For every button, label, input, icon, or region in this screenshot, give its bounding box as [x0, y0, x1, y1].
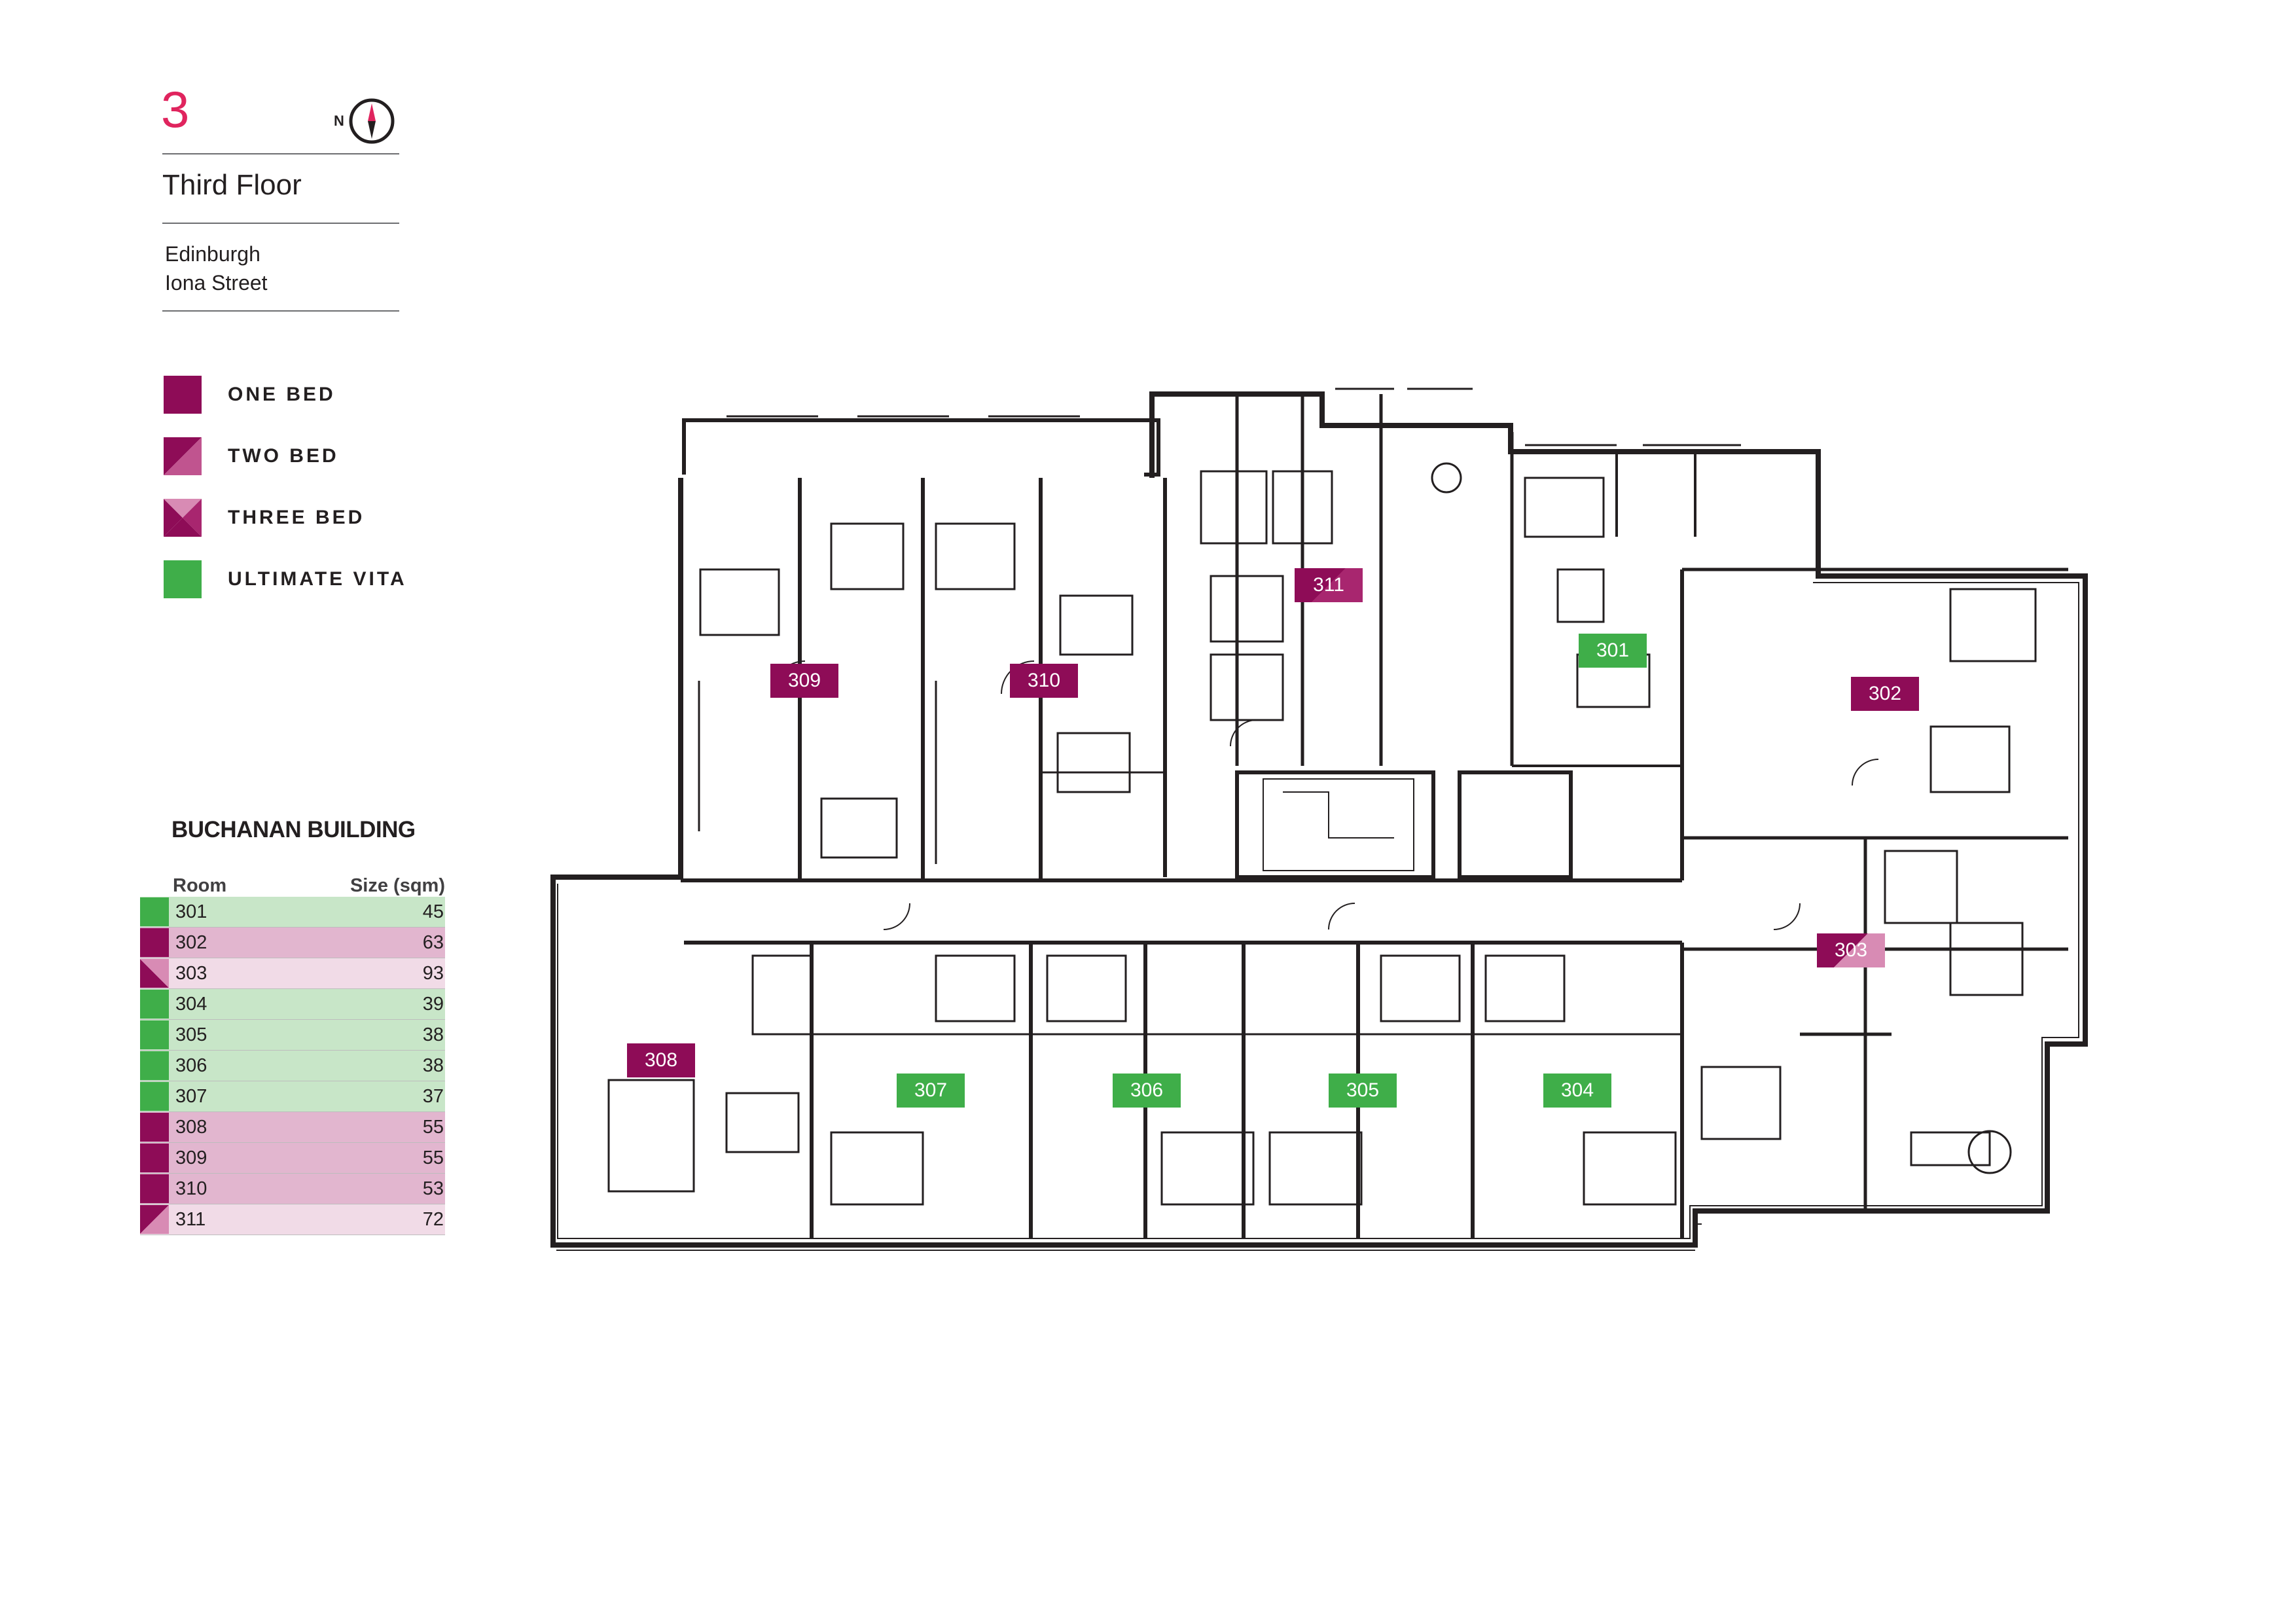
room-size: 53 — [422, 1178, 444, 1199]
north-label: N — [334, 113, 344, 129]
unit-type-swatch-icon — [140, 1082, 169, 1111]
table-row: 304 39 — [140, 989, 445, 1020]
unit-tag-309: 309 — [770, 664, 838, 698]
room-number: 306 — [175, 1055, 207, 1076]
street-label: Iona Street — [165, 271, 268, 295]
col-size: Size (sqm) — [350, 875, 445, 896]
room-size: 93 — [422, 962, 444, 984]
divider — [162, 223, 399, 224]
room-number: 304 — [175, 993, 207, 1015]
unit-type-swatch-icon — [140, 990, 169, 1019]
table-row: 302 63 — [140, 928, 445, 958]
room-number: 301 — [175, 901, 207, 922]
legend-label: ULTIMATE VITA — [228, 568, 407, 590]
unit-type-swatch-icon — [140, 1205, 169, 1234]
table-header: Room Size (sqm) — [140, 872, 445, 897]
one-bed-swatch-icon — [164, 376, 202, 414]
room-number: 305 — [175, 1024, 207, 1045]
unit-tag-302: 302 — [1851, 677, 1919, 711]
unit-type-legend: ONE BED TWO BED THREE BED ULTIMATE VITA — [164, 364, 407, 610]
unit-tag-301: 301 — [1579, 634, 1647, 668]
north-compass-icon: N — [334, 98, 395, 144]
building-title: BUCHANAN BUILDING — [171, 817, 416, 842]
table-row: 311 72 — [140, 1204, 445, 1235]
room-size: 37 — [422, 1085, 444, 1107]
ultimate-vita-swatch-icon — [164, 560, 202, 598]
room-size: 38 — [422, 1024, 444, 1045]
two-bed-swatch-icon — [164, 437, 202, 475]
unit-type-swatch-icon — [140, 1174, 169, 1203]
table-row: 305 38 — [140, 1020, 445, 1051]
unit-type-swatch-icon — [140, 959, 169, 988]
legend-label: THREE BED — [228, 507, 365, 528]
legend-item-two-bed: TWO BED — [164, 425, 407, 487]
room-size: 55 — [422, 1116, 444, 1138]
legend-label: ONE BED — [228, 384, 336, 405]
legend-item-one-bed: ONE BED — [164, 364, 407, 425]
unit-type-swatch-icon — [140, 1113, 169, 1142]
unit-type-swatch-icon — [140, 897, 169, 926]
room-number: 311 — [175, 1208, 206, 1230]
legend-item-ultimate-vita: ULTIMATE VITA — [164, 549, 407, 610]
unit-type-swatch-icon — [140, 1020, 169, 1049]
room-number: 308 — [175, 1116, 207, 1138]
city-label: Edinburgh — [165, 242, 260, 266]
unit-tag-303: 303 — [1817, 933, 1885, 967]
unit-type-swatch-icon — [140, 928, 169, 957]
unit-type-swatch-icon — [140, 1144, 169, 1172]
legend-label: TWO BED — [228, 445, 339, 467]
divider — [162, 153, 399, 154]
floor-plan: 309 310 311 301 302 303 308 307 306 305 304 — [543, 380, 2114, 1257]
room-size: 38 — [422, 1055, 444, 1076]
divider — [162, 310, 399, 312]
legend-item-three-bed: THREE BED — [164, 487, 407, 549]
unit-type-swatch-icon — [140, 1051, 169, 1080]
table-row: 310 53 — [140, 1174, 445, 1204]
table-row: 307 37 — [140, 1081, 445, 1112]
table-row: 309 55 — [140, 1143, 445, 1174]
unit-tag-310: 310 — [1010, 664, 1078, 698]
table-row: 308 55 — [140, 1112, 445, 1143]
room-size: 39 — [422, 993, 444, 1015]
floor-title: Third Floor — [162, 169, 302, 201]
room-number: 303 — [175, 962, 207, 984]
col-room: Room — [173, 875, 227, 896]
room-size: 63 — [422, 931, 444, 953]
room-number: 307 — [175, 1085, 207, 1107]
table-row: 306 38 — [140, 1051, 445, 1081]
room-number: 310 — [175, 1178, 207, 1199]
unit-tag-304: 304 — [1543, 1074, 1611, 1108]
floor-number: 3 — [161, 81, 190, 138]
room-size: 45 — [422, 901, 444, 922]
table-body: 301 45 302 63 303 93 304 39 305 38 306 38 307 37 308 55… — [140, 897, 445, 1235]
unit-tag-305: 305 — [1329, 1074, 1397, 1108]
unit-tag-306: 306 — [1113, 1074, 1181, 1108]
floor-plan-drawing — [550, 388, 2088, 1251]
unit-tag-307: 307 — [897, 1074, 965, 1108]
unit-tag-308: 308 — [627, 1043, 695, 1077]
table-row: 301 45 — [140, 897, 445, 928]
room-size: 72 — [422, 1208, 444, 1230]
room-size: 55 — [422, 1147, 444, 1168]
room-number: 302 — [175, 931, 207, 953]
unit-tag-311: 311 — [1295, 568, 1363, 602]
three-bed-swatch-icon — [164, 499, 202, 537]
table-row: 303 93 — [140, 958, 445, 989]
room-number: 309 — [175, 1147, 207, 1168]
